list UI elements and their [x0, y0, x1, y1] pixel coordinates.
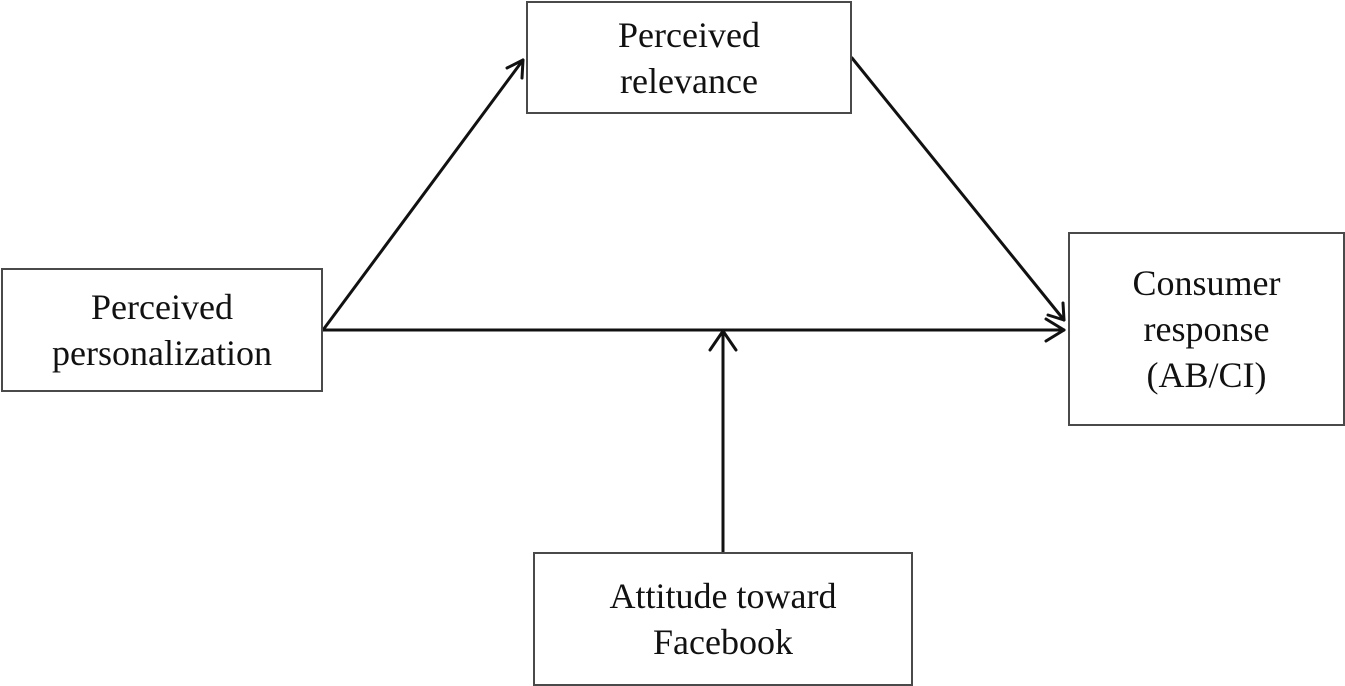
node-attitude-toward-facebook: Attitude toward Facebook: [533, 552, 913, 686]
node-consumer-response: Consumer response (AB/CI): [1068, 232, 1345, 426]
node-label: Attitude toward Facebook: [609, 576, 837, 662]
node-label: Perceived personalization: [52, 287, 272, 373]
arrow-attitude-to-path: [708, 329, 738, 554]
node-perceived-personalization: Perceived personalization: [1, 268, 323, 392]
node-label: Perceived relevance: [618, 14, 760, 101]
arrow-personalization-to-relevance: [321, 58, 525, 332]
arrow-relevance-to-response: [850, 56, 1066, 322]
node-label: Consumer response (AB/CI): [1132, 263, 1281, 395]
node-perceived-relevance: Perceived relevance: [526, 1, 852, 114]
arrow-personalization-to-response: [321, 317, 1066, 343]
